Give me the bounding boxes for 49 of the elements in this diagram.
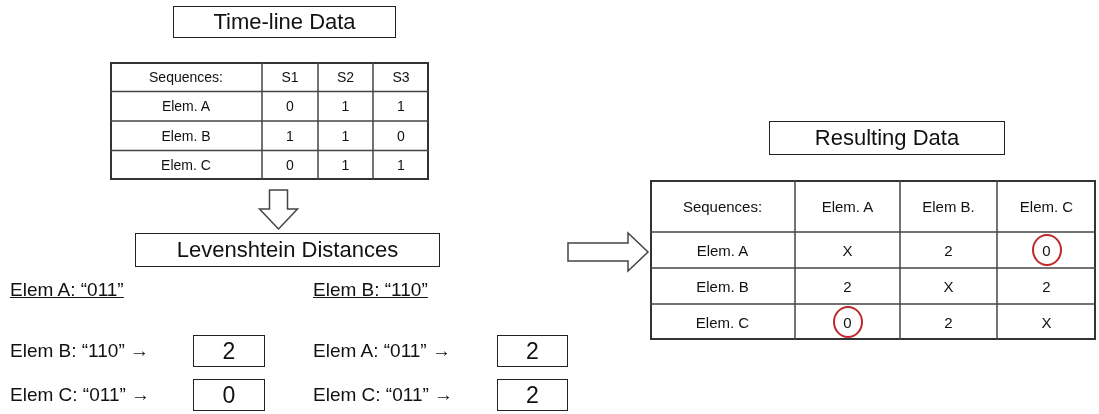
table-value: X [1040,312,1053,333]
table-header: Sequences: [148,67,224,87]
table-value: X [942,276,955,297]
comparison-label: Elem A: “011” → [313,339,451,363]
table-value: 2 [943,240,954,261]
hollow-arrow [257,189,300,231]
table-header: Elem. B [160,126,212,146]
table-value: 1 [340,97,351,117]
table-header: Elem. A [160,97,212,117]
table-value: 2 [842,276,853,297]
data-table [110,62,429,180]
table-value: 1 [340,126,351,146]
table-header: Elem. C [1018,196,1075,217]
table-value: 2 [943,312,954,333]
table-header: Elem B. [921,196,976,217]
data-table [650,180,1096,340]
table-header: Sequences: [681,196,764,217]
table-value: 1 [396,156,406,176]
table-value: X [841,240,854,261]
comparison-label: Elem B: “110” → [10,339,150,363]
section-heading: Elem A: “011” [10,278,124,302]
table-header: Elem. A [820,196,875,217]
table-header: Elem. C [694,312,751,333]
table-header: S1 [280,67,300,87]
table-value: 1 [396,97,406,117]
section-heading: Elem B: “110” [313,278,428,302]
table-value: 1 [285,126,295,146]
table-header: S2 [335,67,356,87]
table-value: 0 [285,97,295,117]
comparison-label: Elem C: “011” → [10,383,151,407]
table-header: S3 [391,67,411,87]
result-value-box: 0 [193,379,265,411]
title-box: Levenshtein Distances [135,233,440,267]
circled-value: 0 [1031,234,1062,266]
result-value-box: 2 [497,379,568,411]
circled-value: 0 [832,306,863,338]
table-value: 1 [340,156,351,176]
table-header: Elem. C [160,156,212,176]
table-header: Elem. B [695,276,750,297]
table-value: 2 [1041,276,1052,297]
table-value: 0 [396,126,406,146]
result-value-box: 2 [497,335,568,367]
hollow-arrow [567,231,650,273]
title-box: Time-line Data [173,6,396,38]
title-box: Resulting Data [769,121,1005,155]
table-value: 0 [285,156,295,176]
table-header: Elem. A [695,240,750,261]
result-value-box: 2 [193,335,265,367]
comparison-label: Elem C: “011” → [313,383,454,407]
